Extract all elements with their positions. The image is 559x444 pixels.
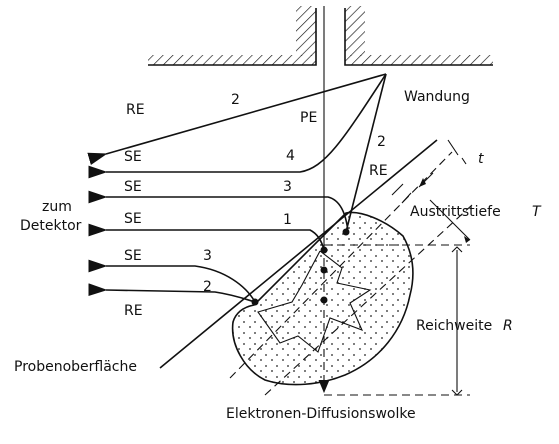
range-symbol: R	[503, 318, 513, 334]
range-boundary	[264, 204, 473, 396]
scatter-path	[257, 250, 372, 353]
ray-number: 3	[203, 248, 212, 264]
exit-depth-label: Austrittstiefe	[410, 204, 501, 220]
ray-type-label: RE	[124, 303, 143, 319]
ray-type-label: RE	[369, 163, 388, 179]
wall-label: Wandung	[404, 89, 470, 105]
emission-point	[320, 266, 328, 274]
layer-thickness-symbol: t	[478, 151, 484, 167]
ray-type-label: RE	[126, 102, 145, 118]
ray-number: 2	[203, 279, 212, 295]
ray-number: 1	[283, 212, 292, 228]
cloud-label: Elektronen-Diffusionswolke	[226, 406, 416, 422]
ray-number: 2	[231, 92, 240, 108]
wall	[148, 6, 493, 66]
exit-depth-symbol: T	[532, 204, 542, 220]
primary-beam-label: PE	[300, 110, 317, 126]
detector-label: zum	[42, 199, 72, 215]
ray-number: 3	[283, 179, 292, 195]
detector-label: Detektor	[20, 218, 82, 234]
exit-depth-boundary	[229, 151, 453, 379]
ray-type-label: SE	[124, 248, 142, 264]
emission-point	[320, 296, 328, 304]
ray-type-label: SE	[124, 149, 142, 165]
ray-number: 4	[286, 148, 295, 164]
ray-type-label: SE	[124, 211, 142, 227]
sample-surface	[159, 139, 438, 369]
ray-number: 2	[377, 134, 386, 150]
surface-label: Probenoberfläche	[14, 359, 137, 375]
rays	[87, 73, 387, 303]
range-label: Reichweite	[416, 318, 492, 334]
ray-type-label: SE	[124, 179, 142, 195]
